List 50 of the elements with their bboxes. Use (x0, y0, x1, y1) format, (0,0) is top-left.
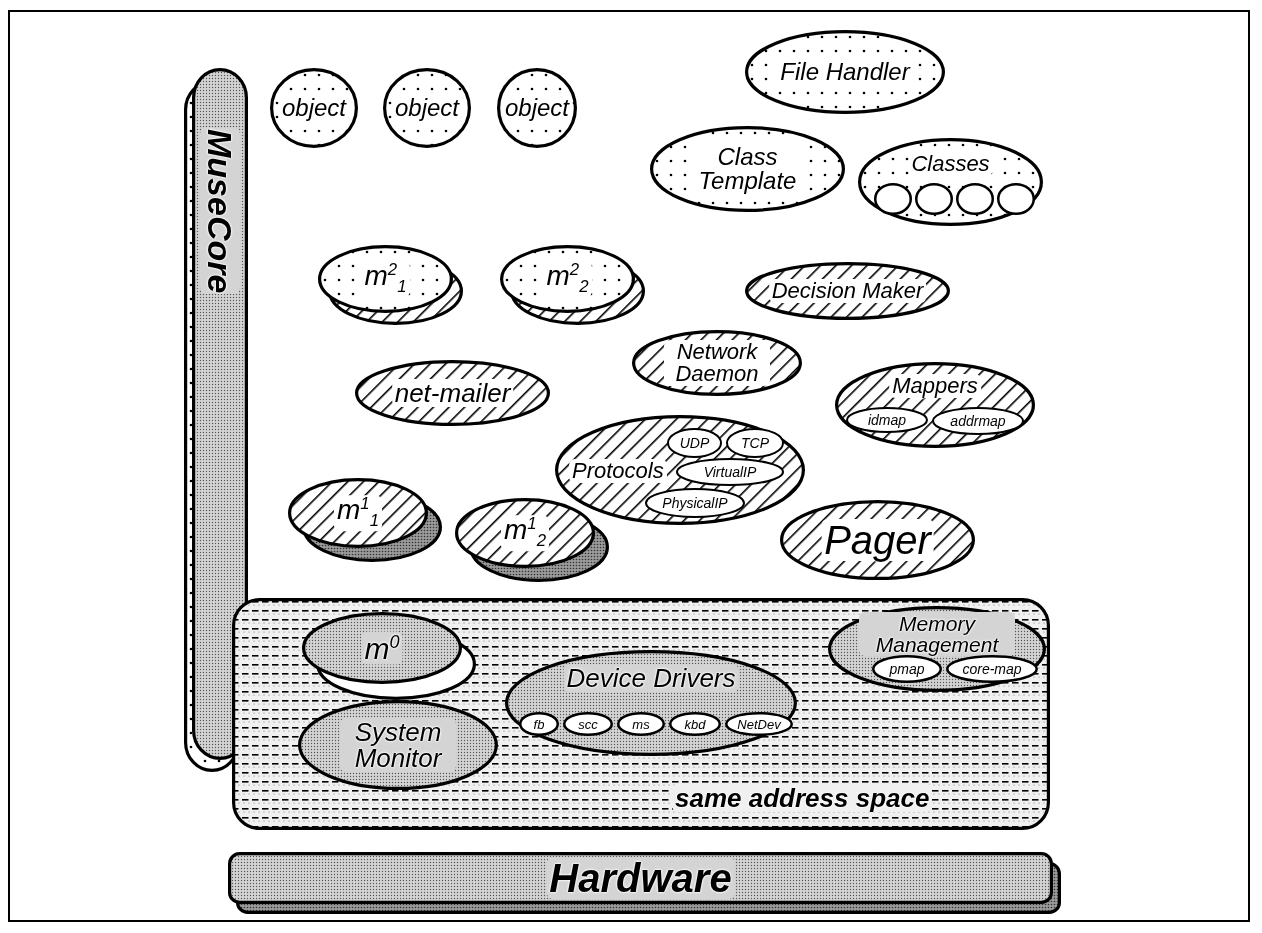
node-label: Pager (821, 519, 934, 561)
submodule-ellipse (645, 488, 745, 518)
module-ellipse (780, 500, 975, 580)
node-label: Classes (908, 152, 993, 176)
stacked-module-ellipse (455, 498, 609, 582)
stacked-module-ellipse (288, 478, 442, 562)
node-label: System Monitor (340, 718, 456, 772)
stacked-module-ellipse (500, 245, 645, 325)
module-ellipse (298, 700, 498, 790)
node-label: object (279, 95, 349, 121)
module-ellipse (650, 126, 845, 212)
node-label: object (392, 95, 462, 121)
module-ellipse (383, 68, 471, 148)
submodule-ellipse (667, 428, 722, 458)
stacked-module-ellipse (302, 612, 476, 700)
module-ellipse (632, 330, 802, 396)
node-label: NetDev (734, 716, 784, 732)
submodule-ellipse (846, 407, 928, 433)
node-label: Mappers (889, 374, 981, 398)
node-label: PhysicalIP (659, 495, 731, 511)
submodule-ellipse (676, 458, 784, 486)
node-label: Class Template (694, 144, 801, 194)
module-ellipse (355, 360, 550, 426)
module-ellipse (745, 30, 945, 114)
node-label: object (502, 95, 572, 121)
node-label: Network Daemon (664, 340, 770, 386)
submodule-ellipse (932, 407, 1024, 435)
node-label: Protocols (569, 459, 667, 483)
stacked-module-ellipse (318, 245, 463, 325)
module-ellipse (835, 362, 1035, 448)
module-ellipse (505, 650, 797, 756)
module-ellipse (270, 68, 358, 148)
node-label: MuseCore (200, 128, 240, 295)
node-label: Device Drivers (563, 664, 739, 692)
submodule-ellipse (726, 428, 784, 458)
node-label: net-mailer (391, 379, 514, 407)
module-ellipse (497, 68, 577, 148)
node-label: same address space (672, 784, 933, 812)
node-label: m$^{0}$ (361, 631, 403, 665)
hardware-bar (228, 852, 1061, 914)
node-label: Memory Management (859, 612, 1015, 656)
module-ellipse (745, 262, 950, 320)
module-ellipse (858, 138, 1043, 226)
module-ellipse (555, 415, 805, 525)
node-label: Hardware (546, 857, 735, 899)
node-label: Decision Maker (768, 279, 927, 303)
address-space-panel (232, 598, 1050, 830)
module-ellipse (828, 606, 1046, 692)
node-label: addrmap (947, 413, 1009, 429)
core-bar (184, 68, 248, 772)
